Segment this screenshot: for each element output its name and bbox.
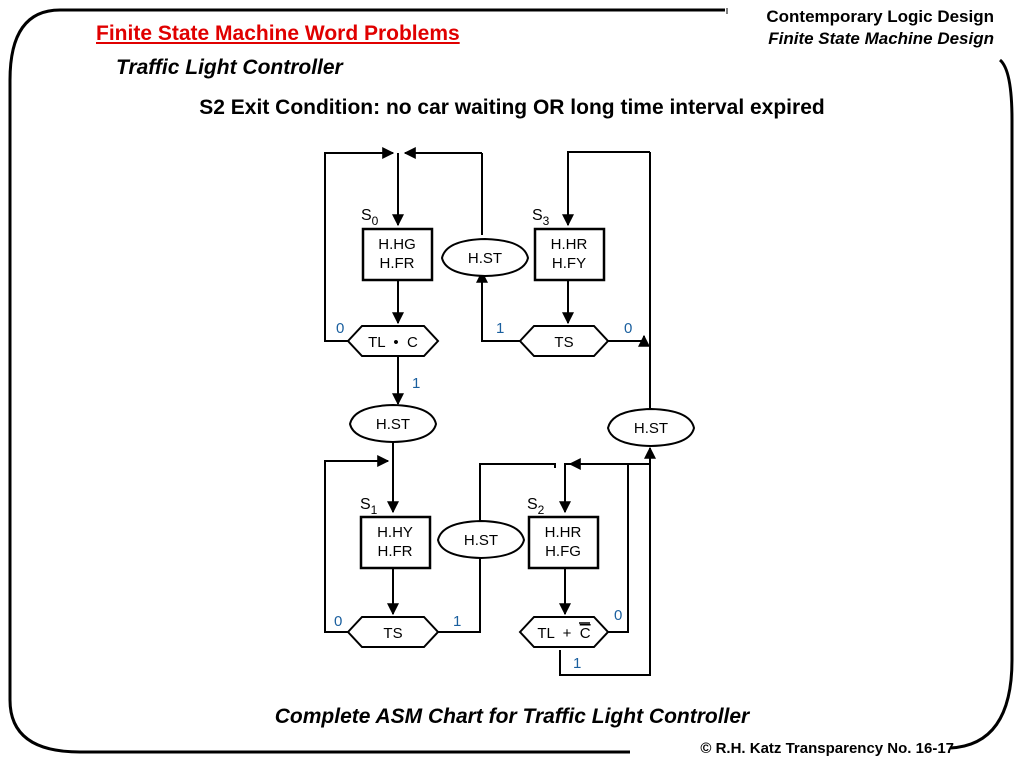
s0-output-1: H.HG (378, 236, 416, 253)
output-oval-a (440, 237, 530, 278)
decision-box-d3 (518, 325, 610, 357)
s3-output-1: H.HR (551, 236, 588, 253)
slide-frame (8, 8, 725, 754)
output-label-d: H.ST (464, 532, 498, 549)
course-name: Contemporary Logic Design (766, 7, 994, 26)
output-label-a: H.ST (468, 250, 502, 267)
state-label-s2: S2 (527, 496, 545, 517)
output-oval-d (436, 519, 526, 560)
branch-d2-false: 0 (614, 607, 622, 624)
s1-output-2: H.FR (378, 543, 413, 560)
slide-title: Finite State Machine Word Problems (96, 22, 460, 45)
decision-label-d0: TL • C (368, 334, 418, 351)
decision-label-d1: TS (383, 625, 402, 642)
flow-entry-s2 (559, 463, 650, 514)
branch-d1-true: 1 (453, 613, 461, 630)
flow-d3-false (608, 334, 650, 347)
branch-d0-false: 0 (336, 320, 344, 337)
decision-label-d2: TL + C (537, 625, 590, 642)
s1-output-1: H.HY (377, 524, 413, 541)
flow-d2-false (568, 458, 629, 633)
s2-output-2: H.FG (545, 543, 581, 560)
s3-output-2: H.FY (552, 255, 586, 272)
output-label-b: H.ST (376, 416, 410, 433)
state-box-s2 (527, 515, 600, 570)
state-label-s0: S0 (361, 207, 379, 228)
decision-label-d3: TS (554, 334, 573, 351)
chart-caption: Complete ASM Chart for Traffic Light Con… (274, 705, 750, 728)
output-label-c: H.ST (634, 420, 668, 437)
flow-entry-s3 (562, 151, 650, 227)
state-box-s1 (359, 515, 432, 570)
state-label-s3: S3 (532, 207, 550, 228)
footer-credit: © R.H. Katz Transparency No. 16-17 (700, 740, 954, 757)
flow-d3-true (476, 270, 520, 342)
branch-d3-false: 0 (624, 320, 632, 337)
flow-d2-true (559, 446, 656, 676)
topic-name: Finite State Machine Design (768, 29, 994, 48)
branch-d1-false: 0 (334, 613, 342, 630)
decision-box-d1 (346, 616, 440, 648)
state-label-s1: S1 (360, 496, 378, 517)
output-oval-b (348, 403, 438, 444)
s2-output-1: H.HR (545, 524, 582, 541)
flow-d1-true (438, 463, 556, 633)
flow-d0-false (324, 147, 395, 342)
exit-condition-heading: S2 Exit Condition: no car waiting OR lon… (199, 96, 825, 119)
branch-d0-true: 1 (412, 375, 420, 392)
decision-box-d0 (346, 325, 440, 357)
slide-frame-right (949, 58, 1014, 750)
output-oval-c (606, 407, 696, 448)
slide-subtitle: Traffic Light Controller (116, 56, 343, 79)
flow-d1-false (324, 455, 390, 633)
branch-d3-true: 1 (496, 320, 504, 337)
s0-output-2: H.FR (380, 255, 415, 272)
decision-box-d2 (518, 616, 610, 648)
state-box-s3 (533, 227, 606, 282)
branch-d2-true: 1 (573, 655, 581, 672)
state-box-s0 (361, 227, 434, 282)
